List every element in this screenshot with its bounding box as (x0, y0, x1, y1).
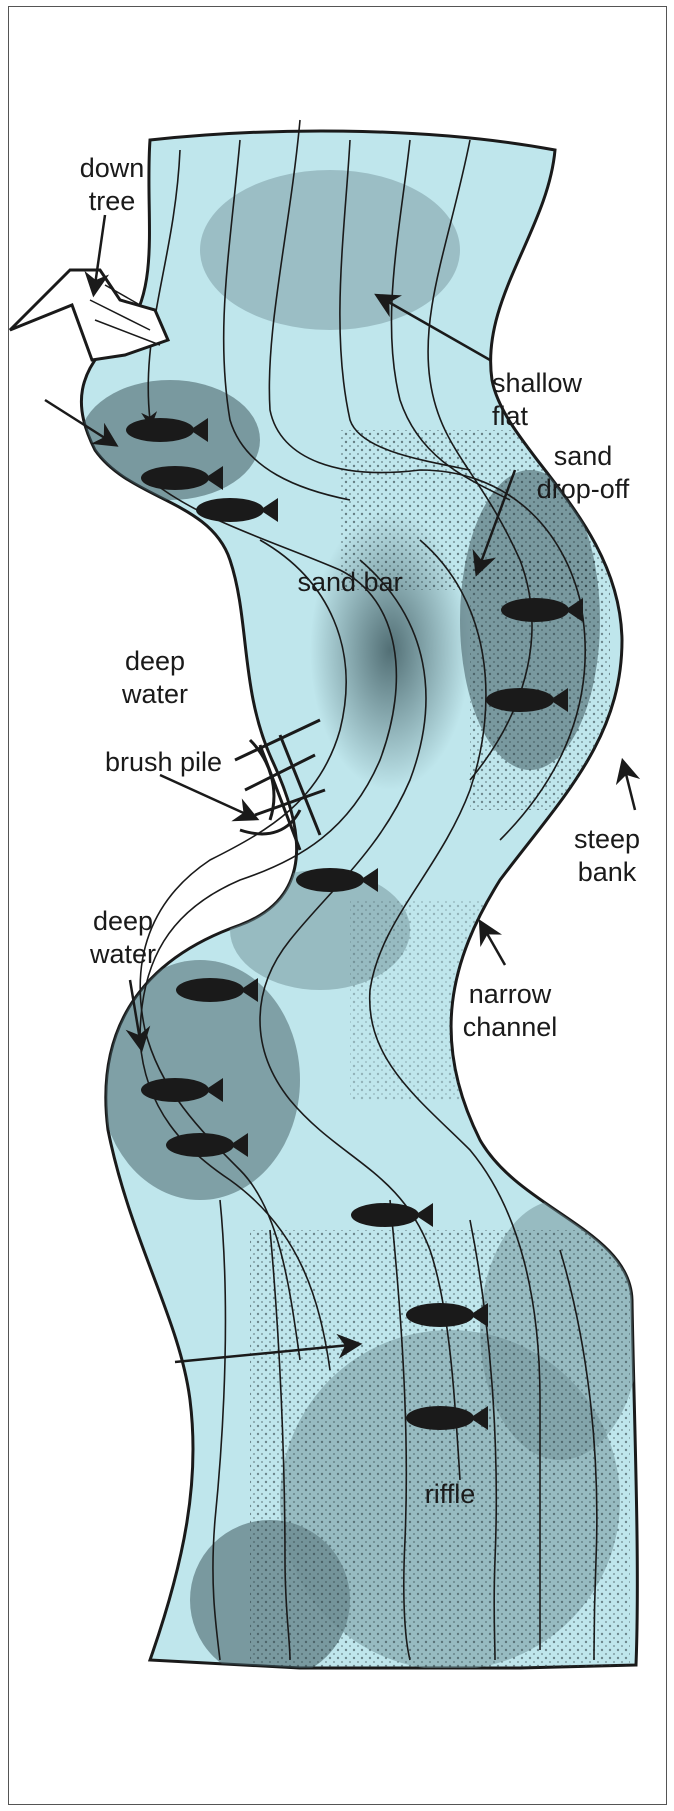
label-brush-pile: brush pile (105, 746, 255, 779)
label-riffle: riffle (410, 1478, 490, 1511)
label-sand-drop-off: sand drop-off (518, 440, 648, 506)
label-sand-bar: sand bar (280, 566, 420, 599)
label-narrow-channel: narrow channel (445, 978, 575, 1044)
steep-bank-pointer (625, 770, 635, 810)
label-shallow-flat: shallow flat (492, 367, 612, 433)
label-deep-water-upper: deep water (110, 645, 200, 711)
narrow-channel-pointer (485, 930, 505, 965)
label-down-tree: down tree (72, 152, 152, 218)
brush-pile-pointer (160, 775, 248, 815)
label-steep-bank: steep bank (562, 823, 652, 889)
label-deep-water-lower: deep water (78, 905, 168, 971)
